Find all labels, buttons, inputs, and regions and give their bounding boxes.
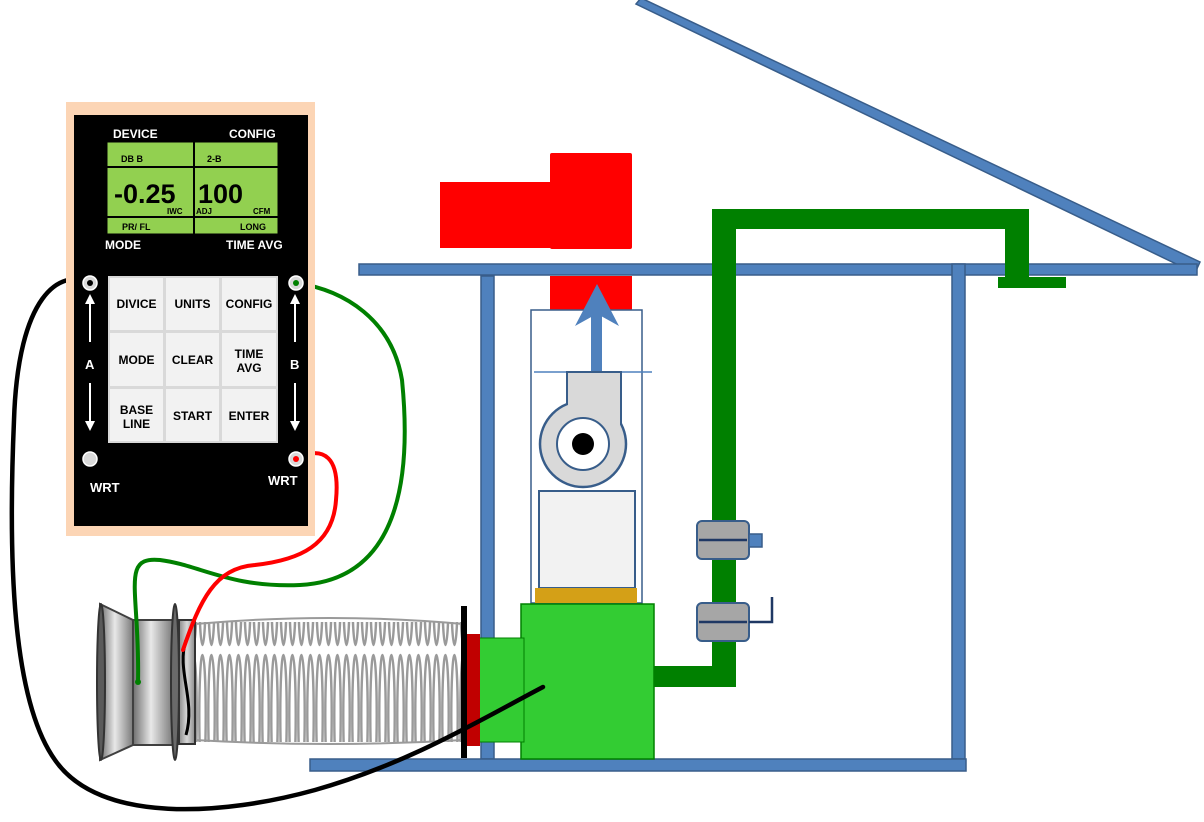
lcd-display: DB B 2-B -0.25 100 IWC ADJ CFM PR/ FL LO… xyxy=(106,141,279,235)
channel-a-value: -0.25 xyxy=(114,179,176,209)
red-hose xyxy=(181,451,339,652)
time-avg-label: TIME AVG xyxy=(226,238,283,252)
key-device-label: DIVICE xyxy=(116,297,156,311)
digital-manometer: DEVICE CONFIG DB B 2-B -0.25 100 IWC ADJ… xyxy=(66,102,315,536)
ceiling-beam xyxy=(358,263,1198,276)
key-baseline-label-line2: LINE xyxy=(123,417,150,431)
port-a-wrt-fitting[interactable] xyxy=(82,451,98,467)
wrt-left-label: WRT xyxy=(90,480,120,495)
key-clear[interactable]: CLEAR xyxy=(166,333,219,386)
flex-duct-coil xyxy=(195,622,463,742)
pressure-hoses xyxy=(9,277,546,812)
filter-strip xyxy=(535,588,637,603)
device-label: DEVICE xyxy=(113,127,158,141)
mode-label: MODE xyxy=(105,238,141,252)
air-handler-cabinet xyxy=(530,284,652,604)
return-plenum xyxy=(464,603,655,760)
channel-b-value: 100 xyxy=(198,179,243,209)
key-config[interactable]: CONFIG xyxy=(222,278,276,330)
duct-flange-right xyxy=(461,606,467,758)
key-mode-label: MODE xyxy=(119,353,155,367)
key-time-avg-label-line2: AVG xyxy=(236,361,261,375)
key-units-label: UNITS xyxy=(175,297,211,311)
black-hose xyxy=(9,277,546,812)
keypad: DIVICE UNITS CONFIG MODE CLEAR TIME xyxy=(108,276,278,443)
key-baseline[interactable]: BASE LINE xyxy=(110,389,163,441)
exhaust-outlet xyxy=(440,153,632,312)
key-baseline-label-line1: BASE xyxy=(120,403,153,417)
flex-duct-assembly xyxy=(96,602,467,762)
airflow-up-arrow xyxy=(575,284,619,374)
roof-beam xyxy=(634,0,1201,275)
channel-a-title: DB B xyxy=(121,154,143,164)
right-column xyxy=(951,263,966,760)
config-label: CONFIG xyxy=(229,127,276,141)
damper-lower xyxy=(696,597,774,642)
channel-b-mode: ADJ xyxy=(196,207,212,216)
key-config-label: CONFIG xyxy=(226,297,273,311)
channel-a-footer: PR/ FL xyxy=(122,222,151,232)
channel-b-footer: LONG xyxy=(240,222,266,232)
key-enter[interactable]: ENTER xyxy=(222,389,276,441)
port-b-down-arrow xyxy=(290,383,300,431)
flow-hood-drum xyxy=(96,602,180,762)
key-clear-label: CLEAR xyxy=(172,353,214,367)
channel-a-unit: IWC xyxy=(167,207,183,216)
blower-fan xyxy=(538,371,628,489)
port-a-down-arrow xyxy=(85,383,95,431)
key-mode[interactable]: MODE xyxy=(110,333,163,386)
port-b: B xyxy=(288,275,304,467)
wrt-right-label: WRT xyxy=(268,473,298,488)
port-a-up-arrow xyxy=(85,294,95,342)
key-units[interactable]: UNITS xyxy=(166,278,219,330)
floor-beam xyxy=(309,758,967,772)
key-time-avg-label-line1: TIME xyxy=(235,347,264,361)
port-b-up-arrow xyxy=(290,294,300,342)
key-time-avg[interactable]: TIME AVG xyxy=(222,333,276,386)
channel-b-unit: CFM xyxy=(253,207,271,216)
green-hose xyxy=(132,281,407,684)
damper-upper xyxy=(696,520,763,560)
port-b-label: B xyxy=(290,357,299,372)
port-a-label: A xyxy=(85,357,95,372)
key-device[interactable]: DIVICE xyxy=(110,278,163,330)
key-enter-label: ENTER xyxy=(229,409,270,423)
key-start-label: START xyxy=(173,409,213,423)
key-start[interactable]: START xyxy=(166,389,219,441)
channel-b-title: 2-B xyxy=(207,154,222,164)
coil-box xyxy=(538,490,636,589)
